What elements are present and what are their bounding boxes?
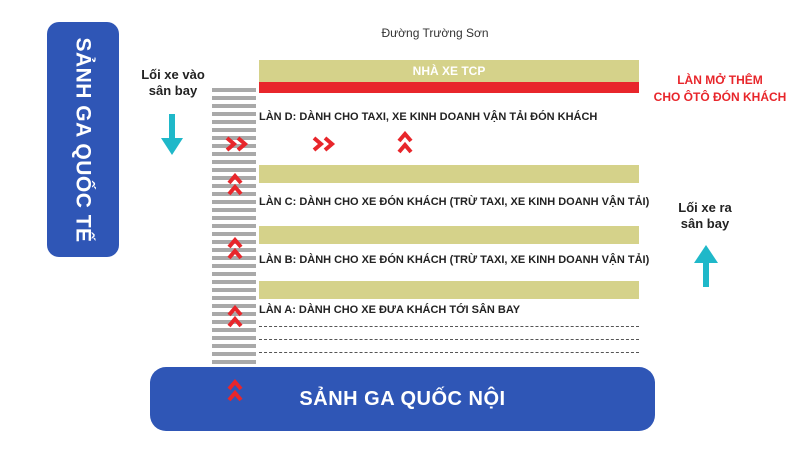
exit-label: Lối xe ra sân bay xyxy=(660,200,750,232)
chevron-right-icon xyxy=(312,136,338,152)
lane-a-dash-3 xyxy=(259,352,639,353)
international-terminal-box xyxy=(47,22,119,257)
lane-a-dash-1 xyxy=(259,326,639,327)
new-lane-label-line-2: CHO ÔTÔ ĐÓN KHÁCH xyxy=(653,90,787,104)
international-terminal-label-wrap: SẢNH GA QUỐC TẾ xyxy=(47,22,119,257)
lane-d-label: LÀN D: DÀNH CHO TAXI, XE KINH DOANH VẬN … xyxy=(259,111,598,123)
tcp-parking-label: NHÀ XE TCP xyxy=(412,64,486,78)
new-lane-strip xyxy=(259,82,639,93)
domestic-terminal-label: SẢNH GA QUỐC NỘI xyxy=(299,387,506,410)
new-lane-label-line-1: LÀN MỞ THÊM xyxy=(677,73,763,87)
international-terminal-label: SẢNH GA QUỐC TẾ xyxy=(72,36,95,243)
median-bc xyxy=(259,226,639,244)
entry-label-line-1: Lối xe vào xyxy=(141,67,205,82)
lane-a-dash-2 xyxy=(259,339,639,340)
entry-down-arrow-icon xyxy=(161,114,183,156)
lane-a-label: LÀN A: DÀNH CHO XE ĐƯA KHÁCH TỚI SÂN BAY xyxy=(259,304,521,316)
exit-label-line-2: sân bay xyxy=(680,216,730,231)
entry-label: Lối xe vào sân bay xyxy=(128,67,218,99)
chevron-right-icon xyxy=(225,136,251,152)
new-lane-label: LÀN MỞ THÊM CHO ÔTÔ ĐÓN KHÁCH xyxy=(640,72,800,106)
exit-label-line-1: Lối xe ra xyxy=(678,200,732,215)
lane-c-label: LÀN C: DÀNH CHO XE ĐÓN KHÁCH (TRỪ TAXI, … xyxy=(259,196,650,208)
median-ab xyxy=(259,281,639,299)
road-name: Đường Trường Sơn xyxy=(381,26,489,40)
chevron-up-icon xyxy=(397,131,413,155)
chevron-up-icon xyxy=(227,237,243,261)
median-cd xyxy=(259,165,639,183)
entry-label-line-2: sân bay xyxy=(148,83,198,98)
chevron-up-icon xyxy=(227,173,243,197)
tcp-parking-bar: NHÀ XE TCP xyxy=(259,60,639,82)
chevron-up-icon xyxy=(227,305,243,329)
lane-b-label: LÀN B: DÀNH CHO XE ĐÓN KHÁCH (TRỪ TAXI, … xyxy=(259,254,650,266)
chevron-up-icon xyxy=(227,379,243,403)
exit-up-arrow-icon xyxy=(694,245,718,287)
domestic-terminal-box xyxy=(150,367,655,431)
